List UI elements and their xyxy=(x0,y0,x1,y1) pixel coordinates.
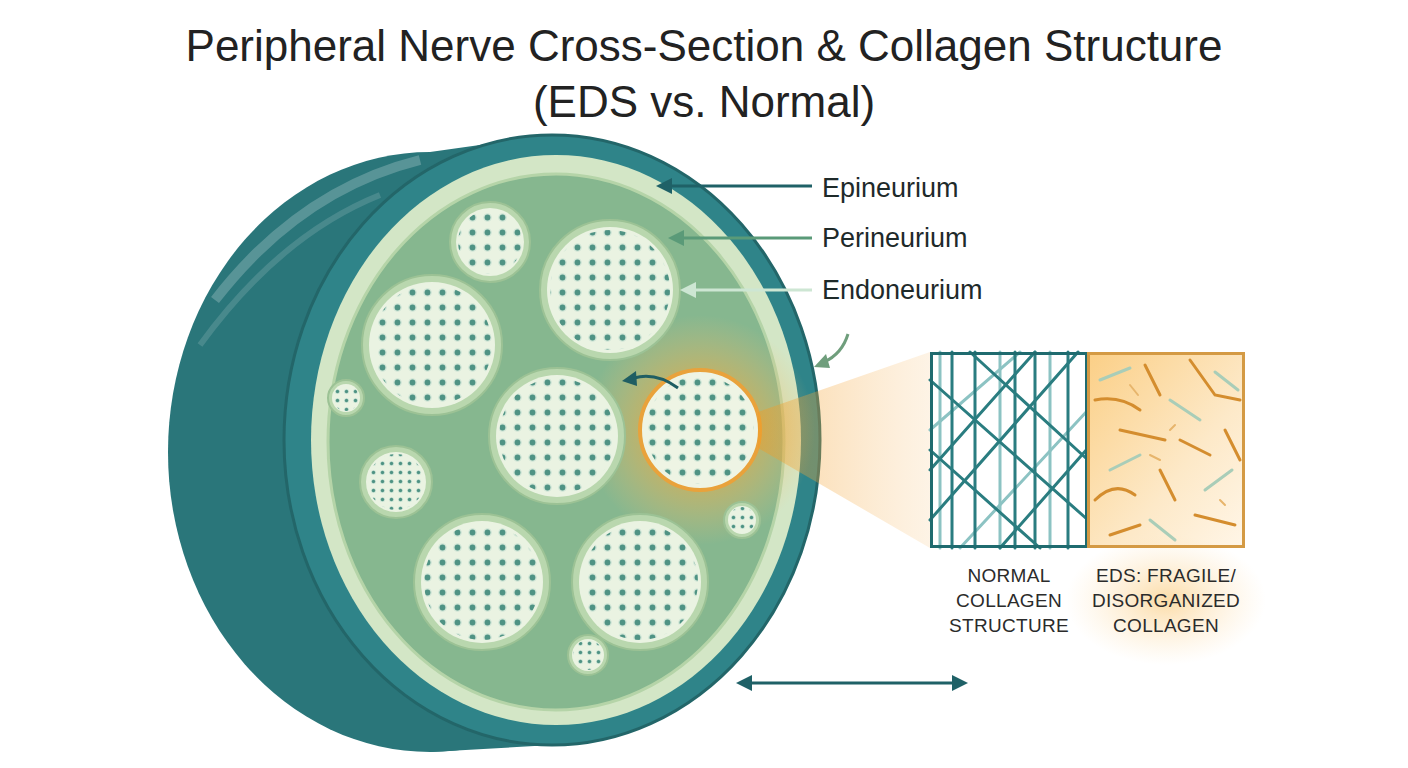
part-label: Perineurium xyxy=(822,222,968,254)
inner-band xyxy=(311,155,801,725)
fascicles xyxy=(328,202,760,675)
eds-caption-glow xyxy=(1066,535,1266,665)
collagen-panel: NORMAL COLLAGEN STRUCTURE xyxy=(930,352,1088,548)
fascicle-matrix xyxy=(328,174,784,710)
highlighted-fascicle xyxy=(640,370,760,490)
panel-caption: EDS: FRAGILE/ DISORGANIZED COLLAGEN xyxy=(1084,563,1248,638)
leader-arrows xyxy=(622,178,848,388)
panel-caption: NORMAL COLLAGEN STRUCTURE xyxy=(927,563,1091,638)
part-label: Endoneurium xyxy=(822,274,983,306)
collagen-panel: EDS: FRAGILE/ DISORGANIZED COLLAGEN xyxy=(1087,352,1245,548)
eds-collagen-fibers xyxy=(1095,360,1240,540)
epineurium-ring xyxy=(284,135,820,745)
normal-panel-bg xyxy=(930,352,1088,548)
normal-collagen-fibers xyxy=(930,352,1088,548)
diagram-title: Peripheral Nerve Cross-Section & Collage… xyxy=(154,18,1254,130)
zoom-cone xyxy=(758,352,930,548)
eds-panel-bg xyxy=(1088,352,1245,548)
double-arrow xyxy=(736,675,968,691)
part-label: Epineurium xyxy=(822,172,959,204)
